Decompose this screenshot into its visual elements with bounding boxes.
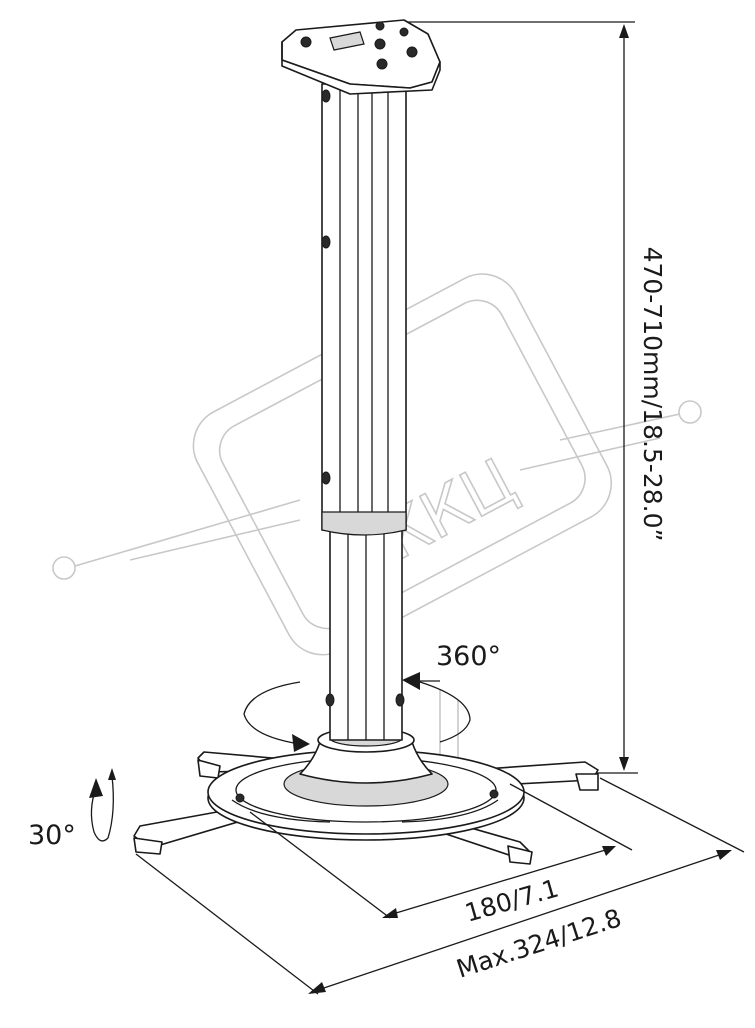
rotation-label: 360° xyxy=(436,641,501,672)
rotation-indicator: 360° xyxy=(243,641,501,752)
height-dimension: 470-710mm/18.5-28.0” xyxy=(405,21,667,774)
lower-tube xyxy=(325,529,405,741)
arrow-up-icon xyxy=(619,24,629,38)
min-span-label: 180/7.1 xyxy=(462,873,562,927)
arrow-right-icon xyxy=(292,734,310,752)
upper-tube xyxy=(321,83,407,536)
tilt-indicator: 30° xyxy=(28,768,116,851)
tilt-label: 30° xyxy=(28,820,76,851)
arrow-left-icon xyxy=(402,672,420,690)
curved-arrow-icon xyxy=(89,778,103,798)
height-label: 470-710mm/18.5-28.0” xyxy=(638,247,667,542)
ceiling-plate xyxy=(281,19,441,95)
arrow-down-icon xyxy=(619,757,629,771)
